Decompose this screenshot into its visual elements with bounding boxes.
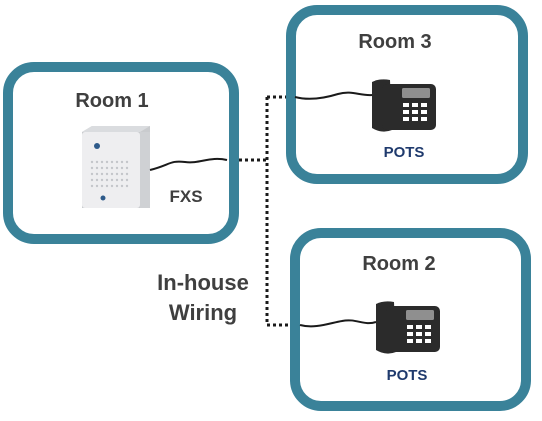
room-2-title: Room 2 bbox=[362, 253, 435, 275]
phone-cable-room-2 bbox=[299, 319, 377, 328]
room-1-title: Room 1 bbox=[75, 90, 148, 112]
room-3-box: Room 3 POTS bbox=[286, 5, 528, 184]
fxs-cable bbox=[149, 157, 228, 171]
room-3-title: Room 3 bbox=[358, 31, 431, 53]
room-1-box: Room 1 FXS bbox=[3, 62, 239, 244]
room-2-device-label: POTS bbox=[387, 367, 428, 384]
desk-phone-icon bbox=[372, 79, 436, 132]
phone-cable-room-3 bbox=[294, 91, 373, 100]
wiring-label-line-1: In-house bbox=[157, 270, 249, 295]
gateway-device-icon bbox=[82, 126, 150, 208]
fxs-label: FXS bbox=[169, 187, 202, 206]
desk-phone-icon bbox=[376, 301, 440, 354]
room-3-device-label: POTS bbox=[384, 144, 425, 161]
room-2-box: Room 2 POTS bbox=[290, 228, 531, 411]
wiring-label-line-2: Wiring bbox=[169, 300, 237, 325]
